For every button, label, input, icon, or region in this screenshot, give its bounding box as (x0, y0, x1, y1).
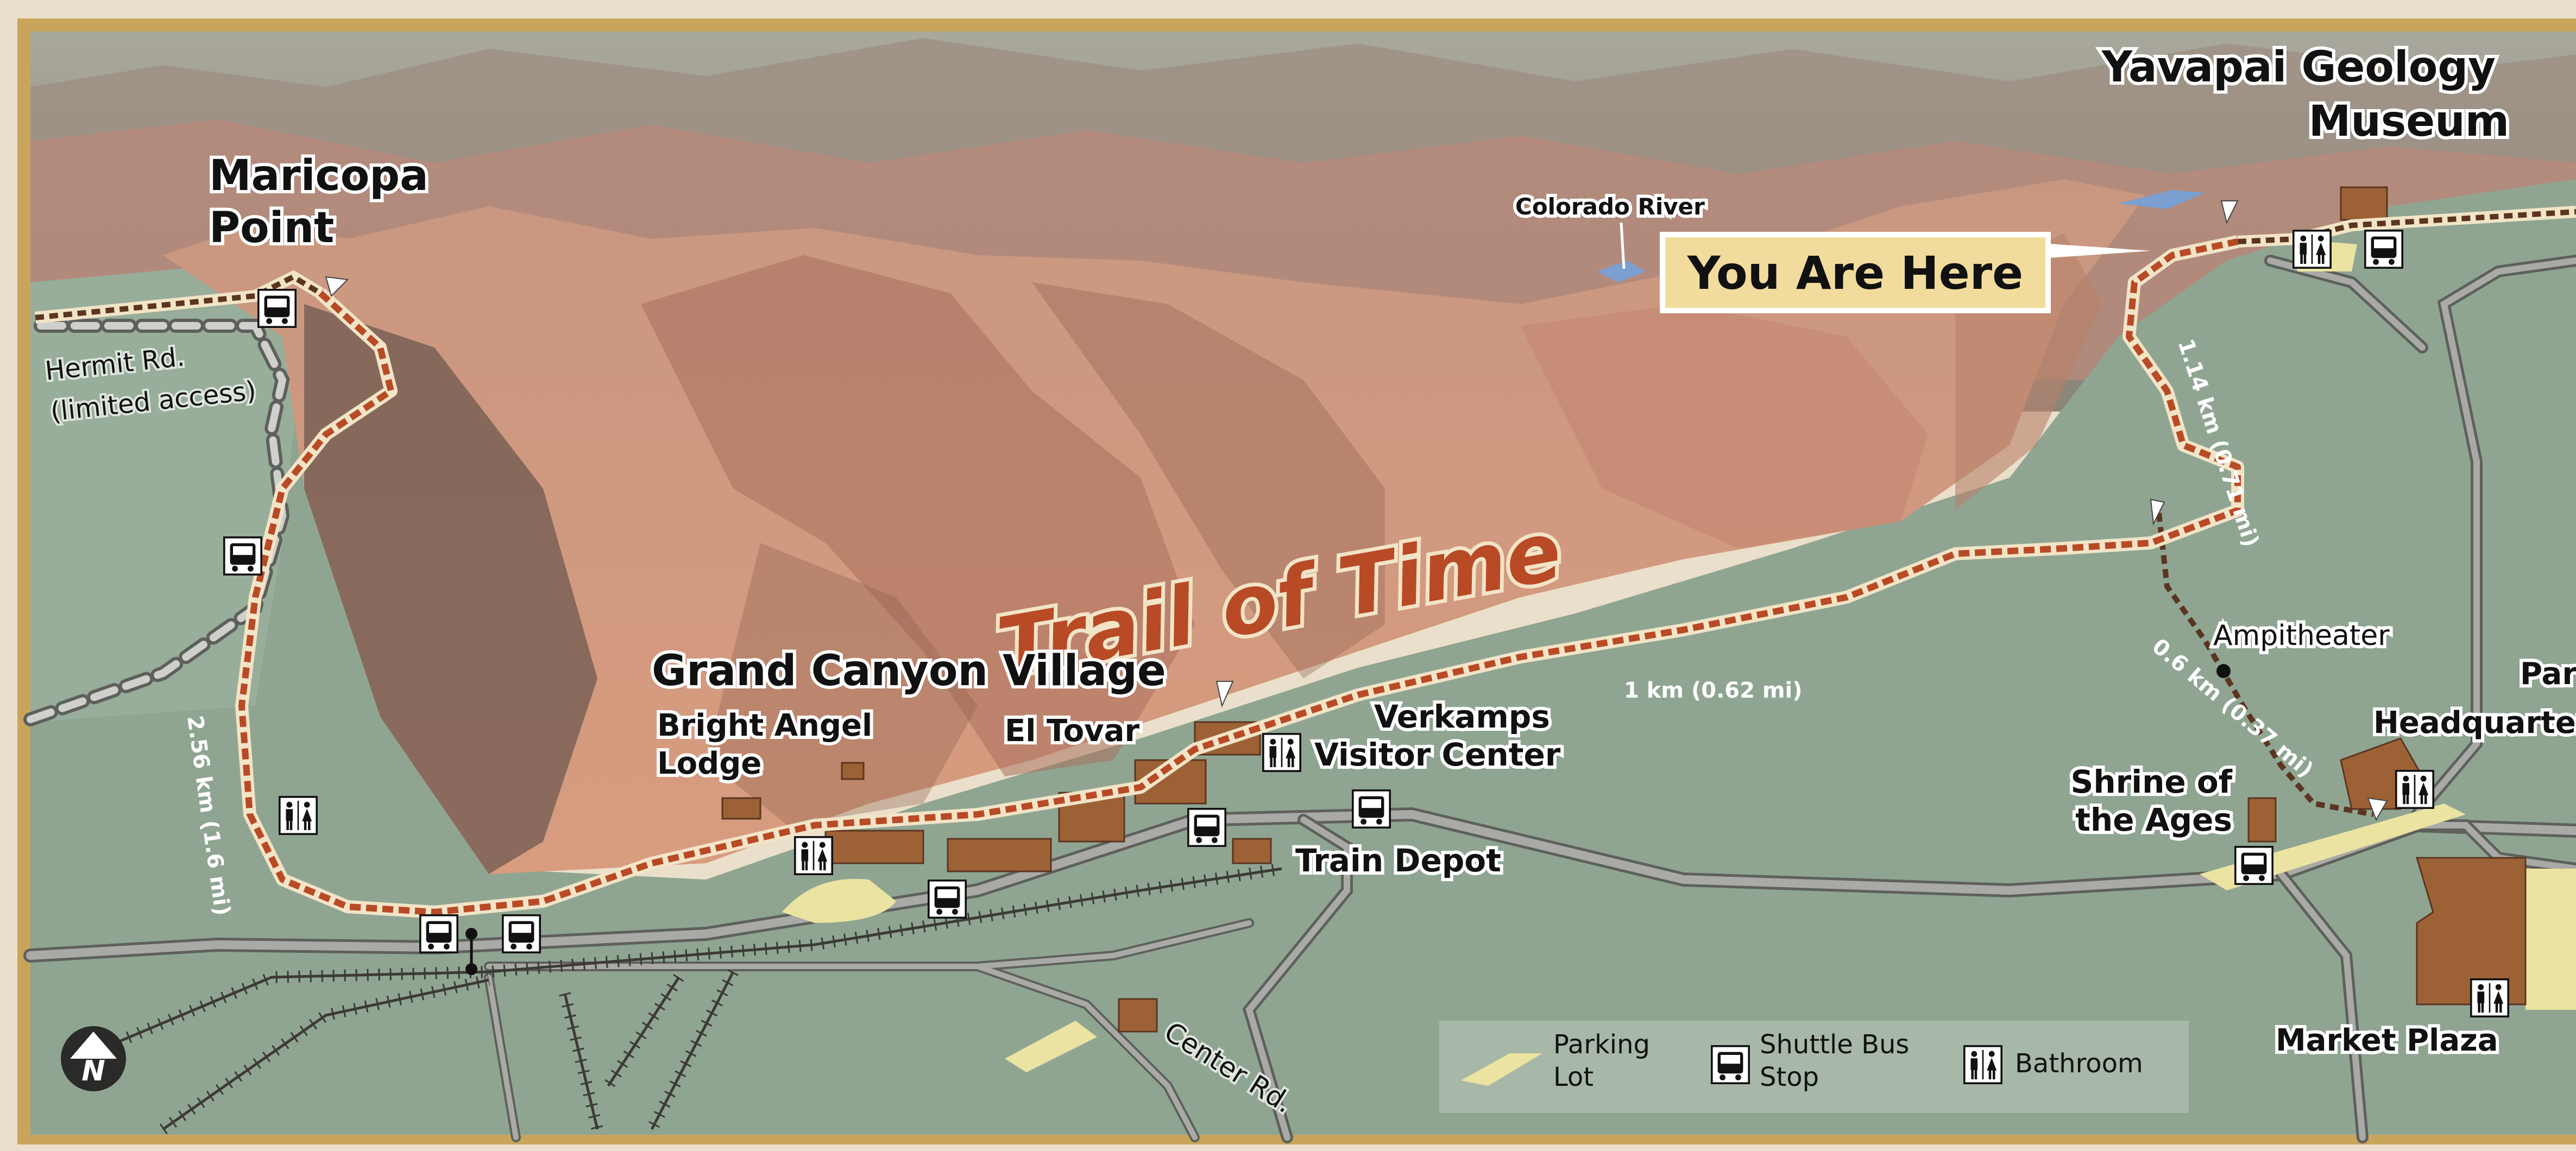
bright-angel-label-2: Lodge (657, 746, 761, 781)
market-plaza-label: Market Plaza (2276, 1023, 2498, 1058)
bathroom-icon (2395, 770, 2434, 809)
shuttle-stop-icon (223, 536, 262, 576)
bathroom-icon (2292, 230, 2332, 269)
maricopa-label-2: Point (209, 204, 334, 252)
maricopa-label-1: Maricopa (209, 151, 429, 200)
shuttle-stop-icon (928, 880, 967, 919)
bathroom-icon (1262, 733, 1301, 772)
trail-of-time-path (235, 235, 2244, 919)
bathroom-icon (2470, 978, 2509, 1017)
buildings (721, 186, 2527, 1033)
ampitheater-marker (2216, 664, 2231, 678)
shuttle-stop-icon (257, 289, 297, 328)
el-tovar-label: El Tovar (1005, 713, 1139, 749)
yavapai-label-1: Yavapai Geology (2101, 43, 2496, 92)
ampitheater-label: Ampitheater (2213, 619, 2390, 652)
legend-box (1439, 1021, 2189, 1113)
shuttle-stop-icon (1352, 789, 1391, 829)
legend-parking-2: Lot (1553, 1062, 1594, 1092)
verkamps-label-2: Visitor Center (1314, 736, 1561, 773)
north-label: N (81, 1055, 105, 1087)
shuttle-stop-icon (1187, 808, 1226, 847)
shuttle-stop-icon (419, 914, 458, 953)
village-label: Grand Canyon Village (652, 647, 1166, 695)
bright-angel-label-1: Bright Angel (657, 708, 872, 743)
yavapai-label-2: Museum (2309, 97, 2509, 146)
bathroom-icon (794, 836, 833, 875)
shrine-label-2: the Ages (2075, 801, 2232, 838)
road-network (23, 255, 2576, 1143)
shuttle-stop-icon (502, 914, 541, 953)
shuttle-stop-icon (2234, 846, 2273, 885)
verkamps-label-1: Verkamps (1374, 698, 1550, 735)
station-markers (465, 664, 2231, 975)
shrine-label-1: Shrine of (2071, 763, 2233, 800)
shuttle-legend-icon (1711, 1045, 1750, 1084)
colorado-river-pointer (1620, 222, 1626, 269)
north-arrow: N (61, 1026, 126, 1091)
park-hq-label-2: Headquarters (2373, 705, 2576, 741)
rim-plateau (30, 179, 2576, 1135)
park-hq-label-1: Park (2520, 656, 2576, 692)
bathroom-icon (279, 796, 318, 835)
map-body: Trail of Time You Are Here Maricopa Poin… (23, 31, 2576, 1143)
place-labels: Maricopa Point Yavapai Geology Museum Gr… (206, 40, 2576, 1061)
you-are-here-label: You Are Here (1687, 246, 2023, 300)
legend-bathroom: Bathroom (2015, 1048, 2143, 1079)
colorado-river (1597, 190, 2205, 282)
train-depot-label: Train Depot (1295, 842, 1501, 879)
legend-shuttle-1: Shuttle Bus (1760, 1029, 1909, 1060)
legend-shuttle-2: Stop (1760, 1062, 1819, 1092)
colorado-river-label: Colorado River (1515, 193, 1705, 220)
distance-main-label: 1 km (0.62 mi) (1624, 678, 1803, 703)
map-frame (17, 18, 2576, 1144)
map-legend: Parking Lot Shuttle Bus Stop Bathroom (1439, 1021, 2189, 1113)
legend-parking-1: Parking (1553, 1029, 1650, 1060)
shuttle-stop-icon (2364, 230, 2403, 269)
railroad (62, 863, 1283, 1135)
parking-swatch (1461, 1053, 1542, 1086)
you-are-here-sign: You Are Here (1660, 232, 2151, 313)
trailhead-markers (325, 200, 2388, 821)
bathroom-legend-icon (1963, 1045, 2002, 1084)
